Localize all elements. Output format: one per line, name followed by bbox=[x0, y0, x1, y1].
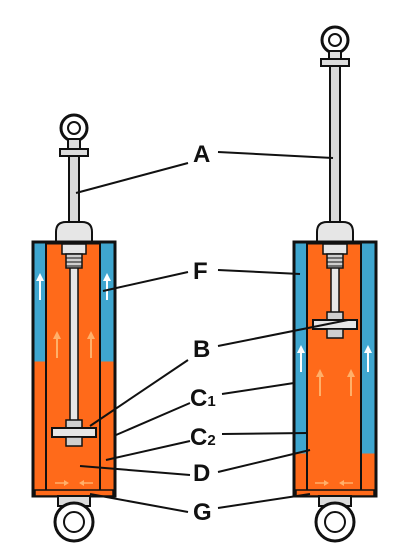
label-c2-main: C bbox=[190, 424, 207, 451]
rod-guide bbox=[55, 221, 93, 243]
right-shock-absorber bbox=[292, 25, 378, 543]
label-g: G bbox=[193, 499, 212, 526]
left-shock-absorber bbox=[31, 113, 117, 543]
label-c1: C1 bbox=[190, 385, 216, 412]
up-arrow-icon bbox=[316, 369, 355, 396]
eye-mount-icon bbox=[53, 495, 95, 543]
label-d: D bbox=[193, 460, 210, 487]
label-a: A bbox=[193, 141, 210, 168]
eye-mount-icon bbox=[320, 25, 350, 67]
flow-arrow-icon bbox=[55, 480, 93, 486]
piston-rod bbox=[329, 65, 341, 225]
piston-valve bbox=[51, 419, 97, 447]
label-c1-main: C bbox=[190, 385, 207, 412]
rod-guide bbox=[316, 221, 354, 243]
up-arrow-icon bbox=[297, 345, 372, 372]
piston-rod bbox=[68, 155, 80, 223]
label-c2-sub: 2 bbox=[207, 432, 215, 449]
label-f: F bbox=[193, 258, 208, 285]
leader-lines bbox=[75, 151, 349, 513]
up-arrow-icon bbox=[53, 331, 95, 358]
eye-mount-icon bbox=[59, 113, 89, 157]
piston-valve bbox=[312, 311, 358, 339]
up-arrow-icon bbox=[36, 273, 111, 300]
flow-arrow-icon bbox=[315, 480, 353, 486]
label-c1-sub: 1 bbox=[207, 393, 215, 410]
label-b: B bbox=[193, 336, 210, 363]
eye-mount-icon bbox=[314, 495, 356, 543]
label-c2: C2 bbox=[190, 424, 216, 451]
